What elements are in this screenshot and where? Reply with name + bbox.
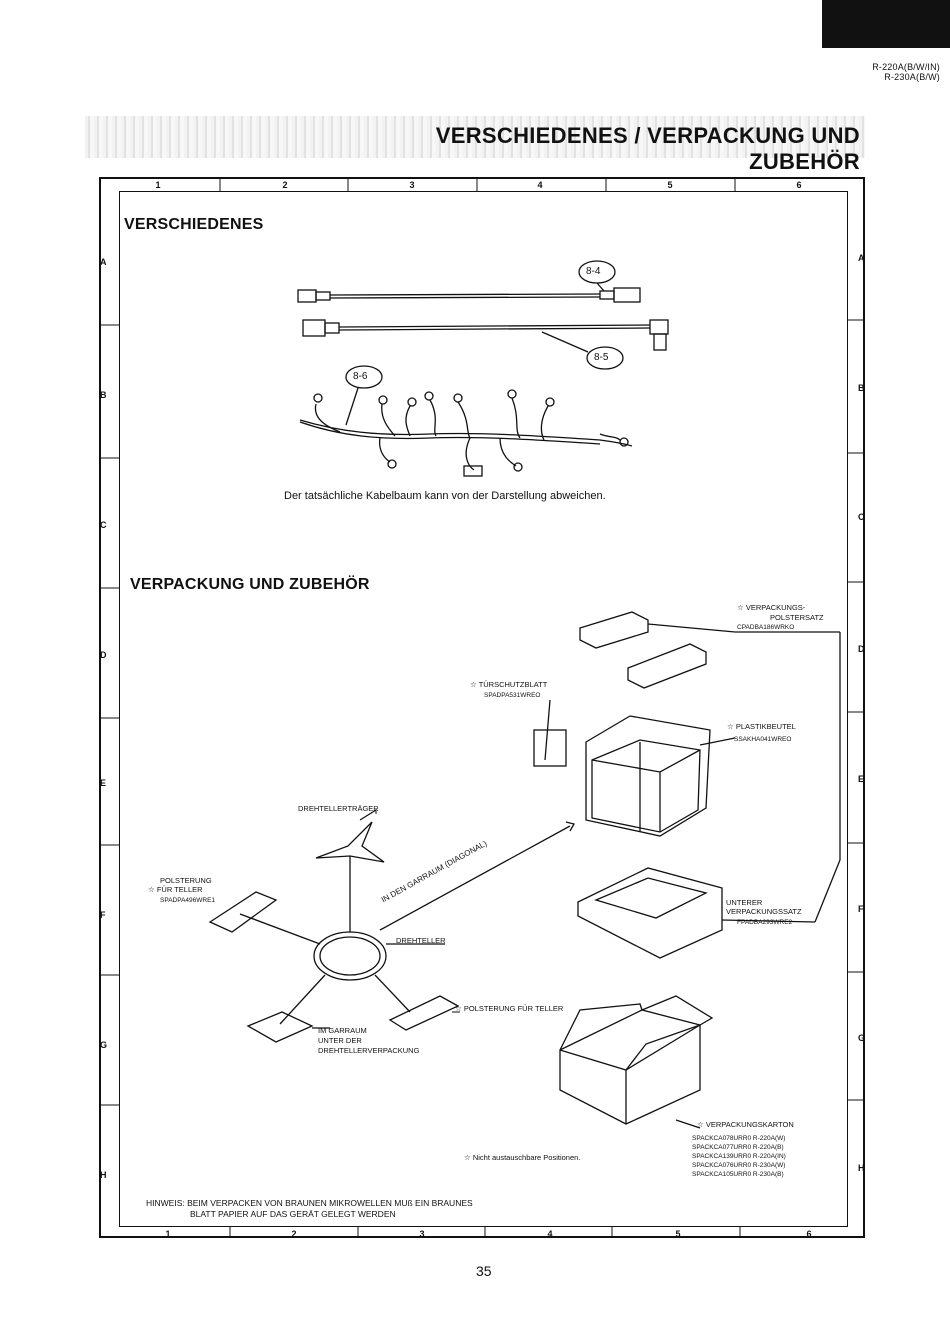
label-unterer-code: FPADBA293WRE2	[737, 919, 793, 926]
row-c-right: C	[858, 512, 865, 522]
star-icon: ☆	[727, 722, 734, 731]
header-black-tab	[822, 0, 950, 48]
star-icon: ☆	[148, 885, 155, 894]
star-icon: ☆	[697, 1120, 704, 1129]
row-b-left: B	[100, 390, 107, 400]
hinweis-line2: BLATT PAPIER AUF DAS GERÄT GELEGT WERDEN	[190, 1209, 396, 1219]
turntable-group	[208, 809, 575, 1043]
row-d-left: D	[100, 650, 107, 660]
label-plastikbeutel-code: SSAKHA041WREO	[734, 736, 792, 743]
label-karton-text: VERPACKUNGSKARTON	[705, 1120, 794, 1129]
row-h-right: H	[858, 1163, 865, 1173]
karton-code-2: SPACKCA077URR0 R-220A(B)	[692, 1144, 784, 1151]
wire-harness-8-6	[299, 365, 633, 477]
row-a-left: A	[100, 257, 107, 267]
label-karton: ☆ VERPACKUNGSKARTON	[697, 1120, 794, 1129]
col-2-bottom: 2	[291, 1229, 297, 1239]
label-tuerschutz-code: SPADPA531WREO	[484, 692, 541, 699]
label-polsterung-teller2-text: POLSTERUNG FÜR TELLER	[463, 1004, 564, 1013]
callout-8-6: 8-6	[353, 371, 368, 382]
label-tuerschutz: ☆ TÜRSCHUTZBLATT	[470, 680, 547, 689]
col-6-bottom: 6	[806, 1229, 812, 1239]
page-title: VERSCHIEDENES / VERPACKUNG UND ZUBEHÖR	[435, 123, 860, 174]
label-plastikbeutel-text: PLASTIKBEUTEL	[735, 722, 796, 731]
label-polstersatz: ☆ VERPACKUNGS-	[737, 603, 805, 612]
star-icon: ☆	[470, 680, 477, 689]
row-e-right: E	[858, 774, 865, 784]
label-polsterung-line2: FÜR TELLER	[156, 885, 203, 894]
label-im-garraum-line3: DREHTELLERVERPACKUNG	[318, 1046, 420, 1055]
col-6-top: 6	[796, 180, 802, 190]
col-5-bottom: 5	[675, 1229, 681, 1239]
label-unterer-line1: UNTERER	[726, 898, 763, 907]
row-c-left: C	[100, 520, 107, 530]
model-number-1: R-220A(B/W/IN)	[872, 62, 940, 72]
harness-note: Der tatsächliche Kabelbaum kann von der …	[284, 490, 606, 502]
col-1-top: 1	[155, 180, 161, 190]
row-f-left: F	[100, 910, 106, 920]
karton-code-3: SPACKCA139URR0 R-220A(IN)	[692, 1153, 786, 1160]
label-nicht-text: Nicht austauschbare Positionen.	[472, 1153, 581, 1162]
label-polsterung-teller2: ☆ POLSTERUNG FÜR TELLER	[455, 1004, 563, 1013]
label-polstersatz-code: CPADBA186WRKO	[737, 624, 795, 631]
row-b-right: B	[858, 383, 865, 393]
cable-8-5	[302, 319, 669, 370]
microwave-group	[533, 699, 736, 837]
label-drehtellertraeger: DREHTELLERTRÄGER	[298, 804, 379, 813]
col-4-top: 4	[537, 180, 543, 190]
leader-lines	[375, 810, 460, 1013]
label-polsterung-line1: POLSTERUNG	[160, 876, 212, 885]
col-4-bottom: 4	[547, 1229, 553, 1239]
label-polstersatz-line1: VERPACKUNGS-	[745, 603, 806, 612]
label-polsterung: ☆ FÜR TELLER	[148, 885, 203, 894]
star-icon: ☆	[737, 603, 744, 612]
col-1-bottom: 1	[165, 1229, 171, 1239]
label-polsterung-code: SPADPA496WRE1	[160, 897, 216, 904]
column-ticks	[99, 177, 865, 1238]
row-a-right: A	[858, 253, 865, 263]
row-h-left: H	[100, 1170, 107, 1180]
carton-box	[559, 995, 714, 1129]
drawing-inner-frame	[119, 191, 848, 1227]
bottom-tray	[577, 632, 841, 959]
col-3-top: 3	[409, 180, 415, 190]
hinweis-line1: HINWEIS: BEIM VERPACKEN VON BRAUNEN MIKR…	[146, 1198, 473, 1208]
title-band	[85, 116, 865, 158]
label-plastikbeutel: ☆ PLASTIKBEUTEL	[727, 722, 796, 731]
drawing-frame	[99, 177, 865, 1238]
label-nicht-austauschbar: ☆ Nicht austauschbare Positionen.	[464, 1153, 580, 1162]
row-f-right: F	[858, 904, 864, 914]
label-polstersatz-line2: POLSTERSATZ	[770, 613, 824, 622]
col-2-top: 2	[282, 180, 288, 190]
karton-code-1: SPACKCA078URR0 R-220A(W)	[692, 1135, 786, 1142]
label-drehteller: DREHTELLER	[396, 936, 446, 945]
section-heading-verschiedenes: VERSCHIEDENES	[124, 216, 264, 233]
model-number-2: R-230A(B/W)	[884, 72, 940, 82]
packing-top-pads	[579, 611, 840, 689]
col-3-bottom: 3	[419, 1229, 425, 1239]
callout-8-4: 8-4	[586, 266, 601, 277]
label-tuerschutz-text: TÜRSCHUTZBLATT	[478, 680, 548, 689]
star-icon: ☆	[464, 1153, 471, 1162]
row-d-right: D	[858, 644, 865, 654]
label-unterer-line2: VERPACKUNGSSATZ	[726, 907, 802, 916]
label-im-garraum-line2: UNTER DER	[318, 1036, 362, 1045]
star-icon: ☆	[455, 1004, 462, 1013]
karton-code-5: SPACKCA105URR0 R-230A(B)	[692, 1171, 784, 1178]
row-g-left: G	[100, 1040, 108, 1050]
cable-8-4	[297, 260, 641, 303]
section-heading-verpackung: VERPACKUNG UND ZUBEHÖR	[130, 576, 370, 593]
row-e-left: E	[100, 778, 107, 788]
row-g-right: G	[858, 1033, 866, 1043]
page-number: 35	[476, 1263, 492, 1279]
col-5-top: 5	[667, 180, 673, 190]
label-im-garraum-line1: IM GARRAUM	[318, 1026, 367, 1035]
callout-8-5: 8-5	[594, 352, 609, 363]
karton-code-4: SPACKCA076URR0 R-230A(W)	[692, 1162, 786, 1169]
